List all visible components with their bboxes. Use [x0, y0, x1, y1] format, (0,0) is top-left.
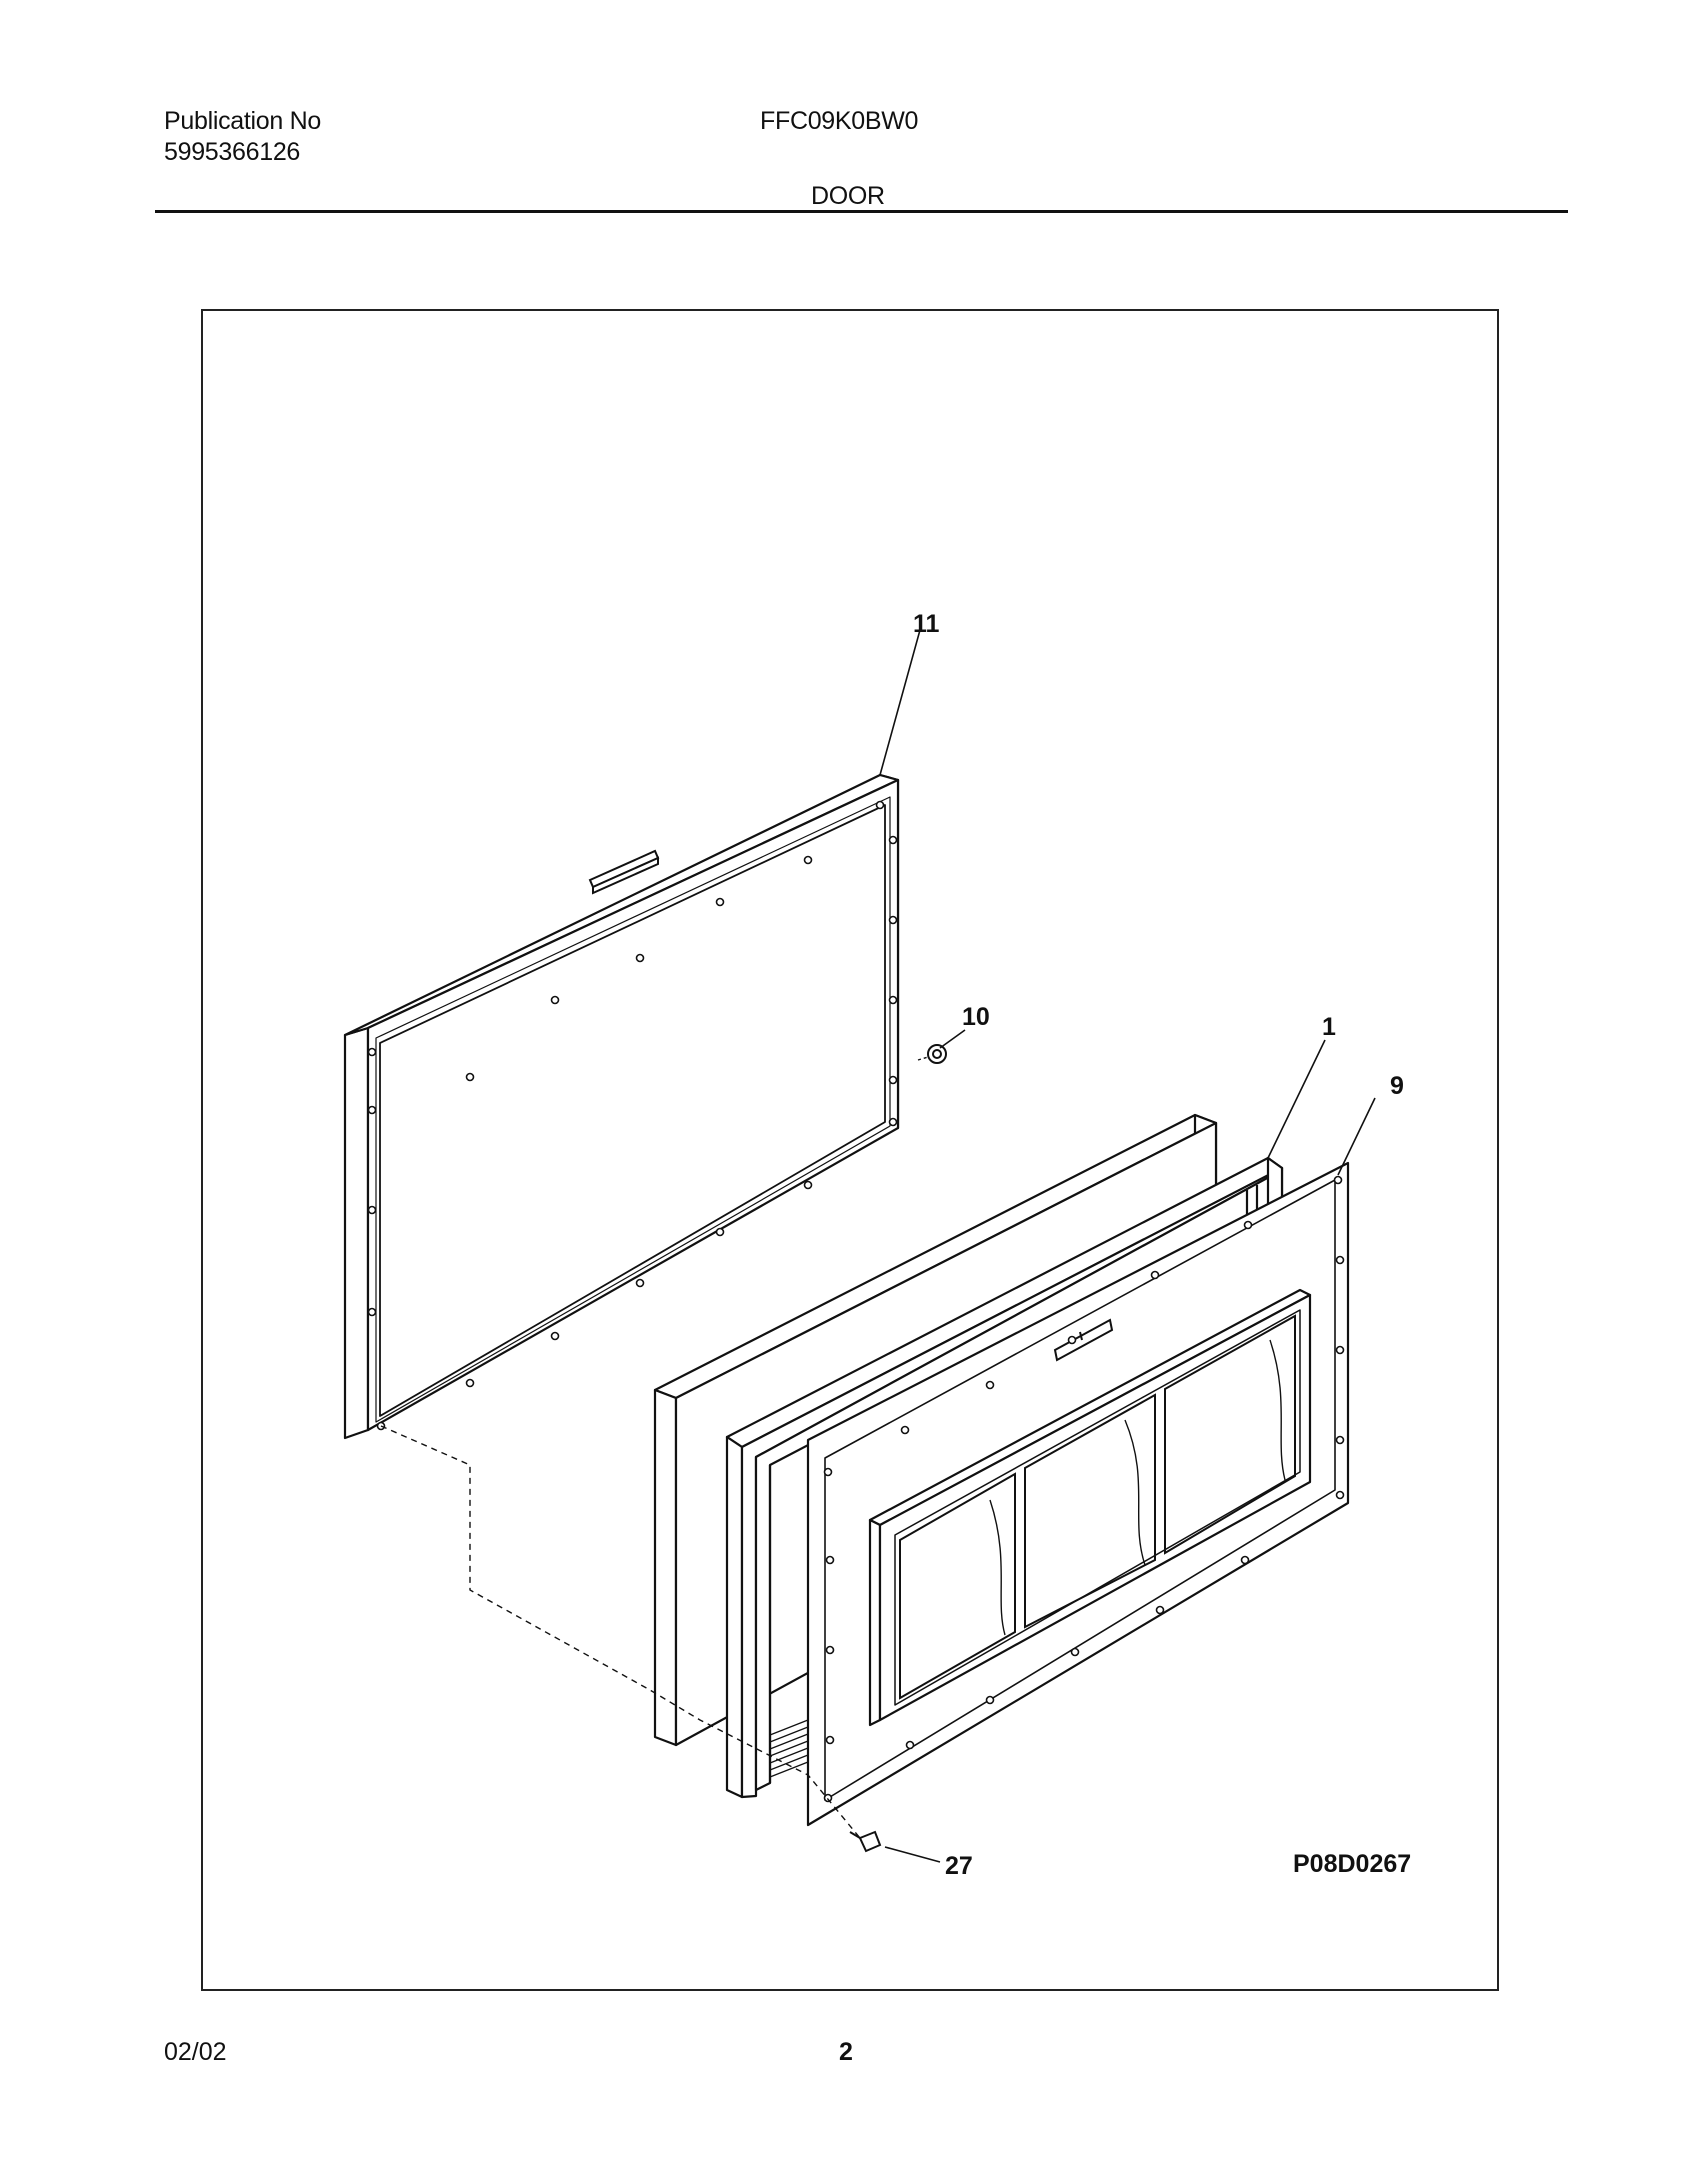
publication-label: Publication No — [164, 107, 322, 135]
model-number: FFC09K0BW0 — [760, 107, 919, 135]
callout-1: 1 — [1322, 1013, 1336, 1041]
callout-27: 27 — [945, 1852, 973, 1880]
callout-leaders — [879, 629, 1376, 1863]
footer-page-number: 2 — [839, 2038, 853, 2066]
callout-9: 9 — [1390, 1072, 1404, 1100]
alignment-dash-lines — [380, 1425, 861, 1839]
part-10-bushing — [927, 1044, 947, 1064]
header-rule — [155, 210, 1568, 213]
part-9-handle-recess — [1053, 1318, 1114, 1362]
part-9-outer-door-panel — [806, 1161, 1350, 1827]
part-11-liner-frame — [343, 773, 900, 1440]
part-9-screw-holes — [823, 1175, 1345, 1803]
figure-code: P08D0267 — [1293, 1850, 1411, 1878]
section-title: DOOR — [811, 182, 885, 210]
part-27-screw — [849, 1830, 882, 1853]
callout-11: 11 — [913, 610, 940, 638]
part-10-dash — [917, 1056, 929, 1061]
callout-10: 10 — [962, 1003, 990, 1031]
footer-date: 02/02 — [164, 2038, 227, 2066]
part-1-gasket-bottom-ribs — [769, 1719, 809, 1778]
part-9-panel-windows — [899, 1314, 1296, 1700]
publication-number: 5995366126 — [164, 138, 301, 166]
part-11-handle-slot — [588, 849, 660, 895]
part-11-screw-holes — [367, 800, 898, 1431]
diagram-border — [201, 309, 1499, 1991]
